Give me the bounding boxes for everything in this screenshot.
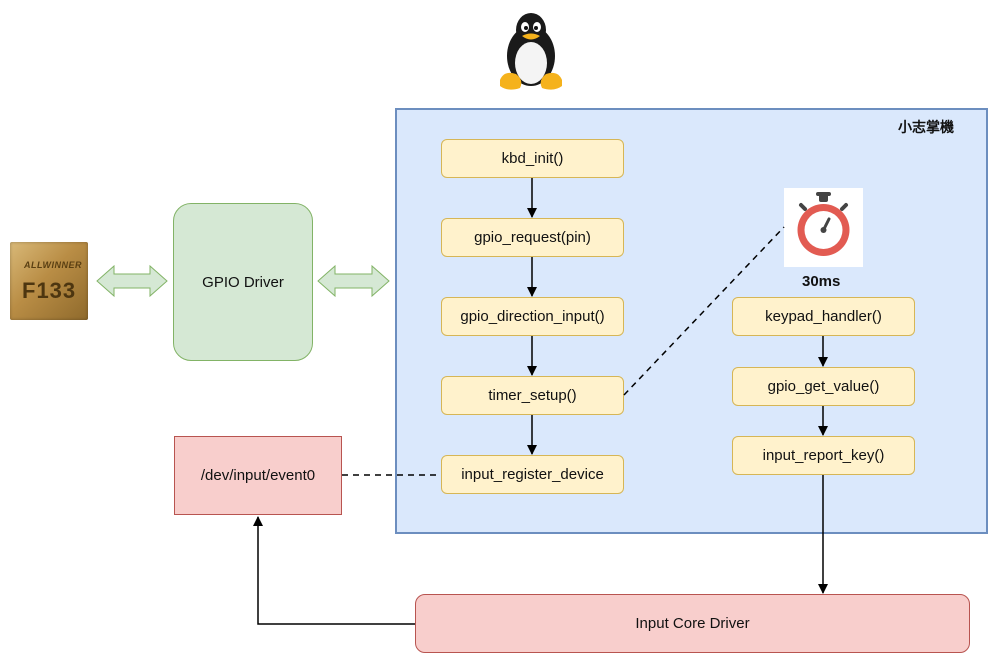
- gpio-container-bidirectional-arrow: [317, 264, 390, 298]
- container-title: 小志掌機: [898, 120, 954, 136]
- input-core-label: Input Core Driver: [635, 615, 750, 632]
- input-core-driver-node: Input Core Driver: [415, 594, 970, 653]
- timer-interval-label: 30ms: [802, 273, 841, 290]
- step-kbd-init: kbd_init(): [441, 139, 624, 178]
- step-label: input_register_device: [461, 466, 604, 483]
- step-label: gpio_request(pin): [474, 229, 591, 246]
- step-timer-setup: timer_setup(): [441, 376, 624, 415]
- step-keypad-handler: keypad_handler(): [732, 297, 915, 336]
- chip-brand: ALLWINNER: [24, 260, 82, 270]
- arrow-input-core-to-event0: [253, 516, 415, 625]
- step-gpio-request: gpio_request(pin): [441, 218, 624, 257]
- step-label: gpio_get_value(): [767, 378, 880, 395]
- step-label: input_report_key(): [762, 447, 885, 464]
- dashed-link-timer-to-stopwatch: [623, 226, 785, 396]
- step-label: keypad_handler(): [765, 308, 882, 325]
- chip-gpio-bidirectional-arrow: [96, 264, 168, 298]
- f133-chip: ALLWINNER F133: [10, 242, 88, 320]
- step-label: timer_setup(): [488, 387, 577, 404]
- step-input-register-device: input_register_device: [441, 455, 624, 494]
- gpio-driver-label: GPIO Driver: [202, 273, 284, 291]
- step-label: gpio_direction_input(): [460, 308, 605, 325]
- step-input-report-key: input_report_key(): [732, 436, 915, 475]
- step-label: kbd_init(): [501, 150, 564, 167]
- stopwatch-icon: [784, 188, 863, 267]
- device-node-event0: /dev/input/event0: [174, 436, 342, 515]
- step-gpio-direction-input: gpio_direction_input(): [441, 297, 624, 336]
- chip-model: F133: [22, 278, 77, 303]
- gpio-driver-node: GPIO Driver: [173, 203, 313, 361]
- step-gpio-get-value: gpio_get_value(): [732, 367, 915, 406]
- linux-penguin-icon: [494, 10, 568, 90]
- device-node-label: /dev/input/event0: [200, 467, 316, 484]
